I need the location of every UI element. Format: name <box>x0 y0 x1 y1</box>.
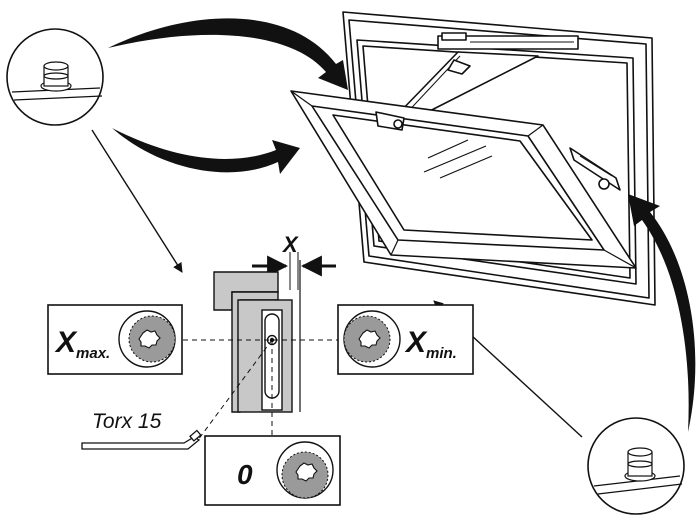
detail-circle-bottom <box>587 417 685 515</box>
x-min-subscript: min. <box>426 345 457 362</box>
gap-label: X <box>281 232 299 257</box>
zero-box <box>204 435 341 506</box>
torx-key-icon <box>81 429 202 450</box>
window-icon <box>290 11 656 306</box>
x-max-box <box>47 304 183 375</box>
zero-label: 0 <box>237 459 253 490</box>
x-min-box <box>337 304 474 375</box>
guide-lines <box>183 339 338 441</box>
detail-circle-top <box>6 28 104 126</box>
x-min-label: Xmin. <box>404 326 457 362</box>
x-max-label: Xmax. <box>54 326 110 362</box>
tool-label: Torx 15 <box>92 410 162 433</box>
x-max-subscript: max. <box>76 345 110 362</box>
curved-arrow-icon <box>108 18 696 432</box>
frame-profile <box>213 260 301 413</box>
